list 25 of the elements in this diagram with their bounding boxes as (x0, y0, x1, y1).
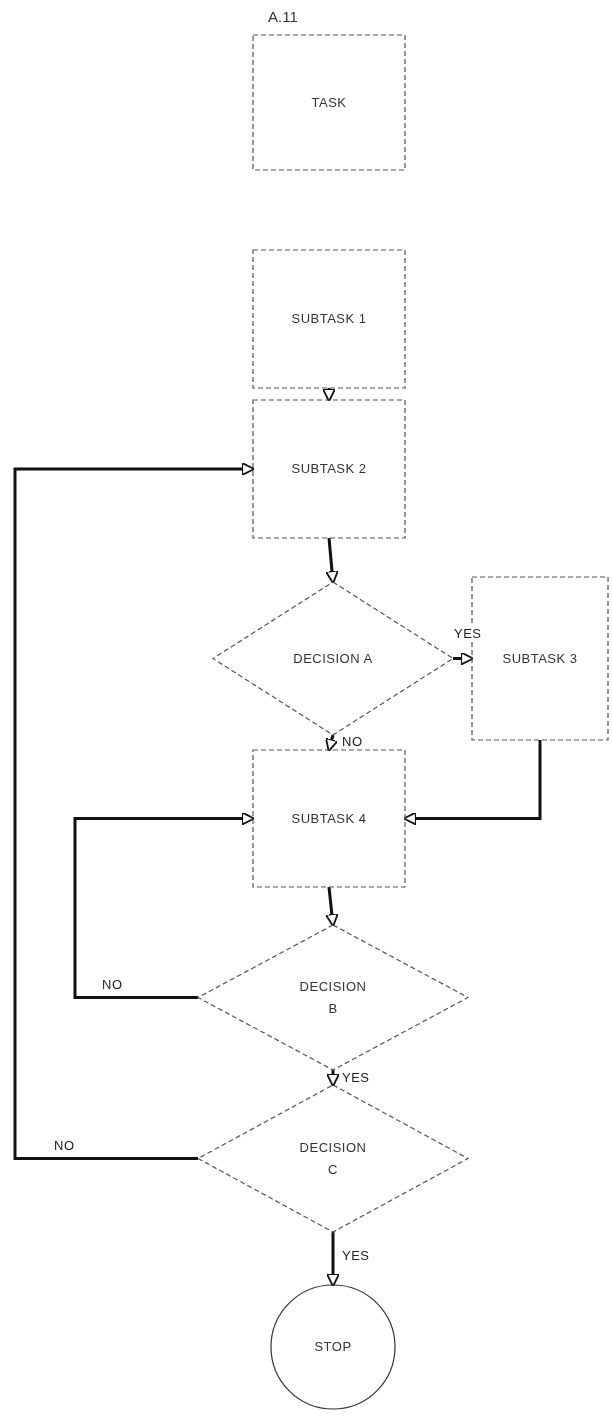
node-label: SUBTASK 4 (290, 809, 368, 828)
node-label: DECISION B (298, 977, 368, 1018)
edge-label: NO (340, 734, 365, 749)
arrow (326, 1070, 340, 1088)
edge-label: YES (340, 1248, 372, 1263)
node-label: TASK (310, 93, 348, 112)
arrow (325, 537, 339, 585)
node-label: SUBTASK 3 (501, 649, 579, 668)
edge-label: NO (100, 977, 125, 992)
arrow (453, 651, 475, 666)
page-number: A.11 (268, 8, 298, 25)
edge-label: YES (340, 1070, 372, 1085)
edge-label: NO (52, 1138, 77, 1153)
arrow (73, 811, 256, 999)
node-label: SUBTASK 2 (290, 460, 368, 478)
arrow (13, 462, 256, 1160)
arrow (325, 886, 339, 928)
node-label: DECISION A (293, 649, 373, 668)
edge-label: YES (452, 626, 484, 641)
node-label: DECISION C (298, 1138, 368, 1179)
arrow (322, 388, 336, 403)
arrow (325, 734, 339, 753)
arrow (402, 740, 542, 826)
node-label: SUBTASK 1 (290, 310, 368, 328)
node-label: STOP (313, 1338, 353, 1356)
